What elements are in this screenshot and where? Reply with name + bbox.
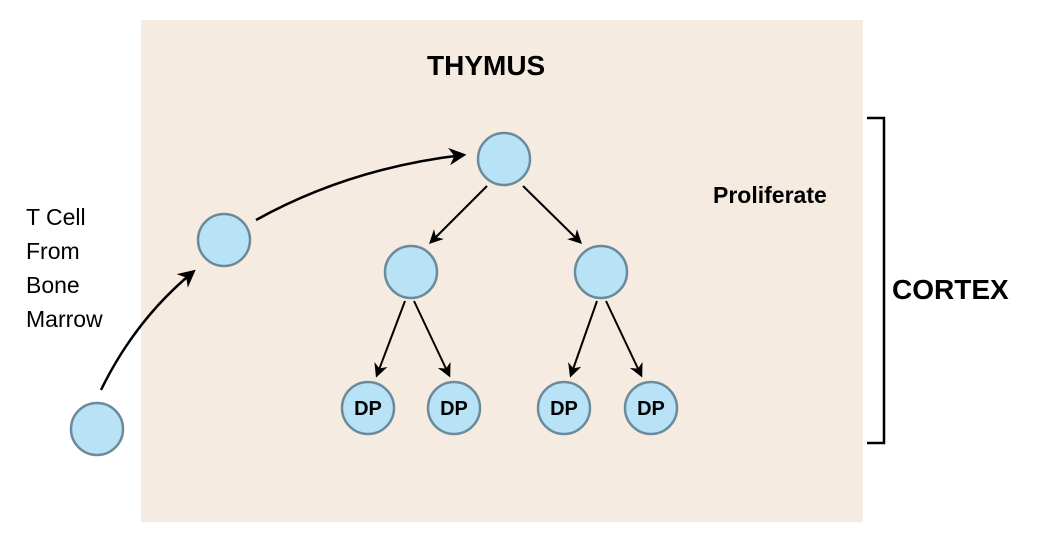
- dp-cell-label: DP: [550, 398, 578, 420]
- arrow-entering-to-root: [255, 147, 467, 222]
- proliferate-label: Proliferate: [713, 182, 827, 208]
- cortex-bracket: [867, 116, 886, 445]
- arrow-root-to-left: [429, 185, 488, 244]
- root-cell: [476, 131, 532, 187]
- bone-marrow-cell: [69, 401, 125, 457]
- left-daughter-cell: [383, 244, 439, 300]
- cortex-label: CORTEX: [892, 274, 1009, 305]
- dp-cell-4: DP: [623, 380, 679, 436]
- arrow-right-to-dp4: [605, 300, 643, 378]
- arrow-root-to-right: [522, 185, 582, 244]
- thymus-region: [141, 20, 863, 522]
- arrow-left-to-dp1: [374, 300, 406, 378]
- arrow-bone-marrow-to-entering: [99, 269, 196, 391]
- source-label-line: T Cell: [26, 204, 86, 230]
- dp-cell-3: DP: [536, 380, 592, 436]
- dp-cell-label: DP: [637, 398, 665, 420]
- dp-cell-2: DP: [426, 380, 482, 436]
- arrow-left-to-dp2: [413, 300, 451, 378]
- dp-cell-label: DP: [354, 398, 382, 420]
- entering-cell: [196, 212, 252, 268]
- dp-cell-label: DP: [440, 398, 468, 420]
- dp-cell-1: DP: [340, 380, 396, 436]
- thymus-title: THYMUS: [427, 50, 546, 81]
- source-label-line: From: [26, 238, 80, 264]
- source-label-line: Bone: [26, 272, 80, 298]
- source-label-line: Marrow: [26, 306, 103, 332]
- right-daughter-cell: [573, 244, 629, 300]
- arrow-right-to-dp3: [568, 300, 598, 378]
- source-label: T Cell From Bone Marrow: [26, 200, 103, 336]
